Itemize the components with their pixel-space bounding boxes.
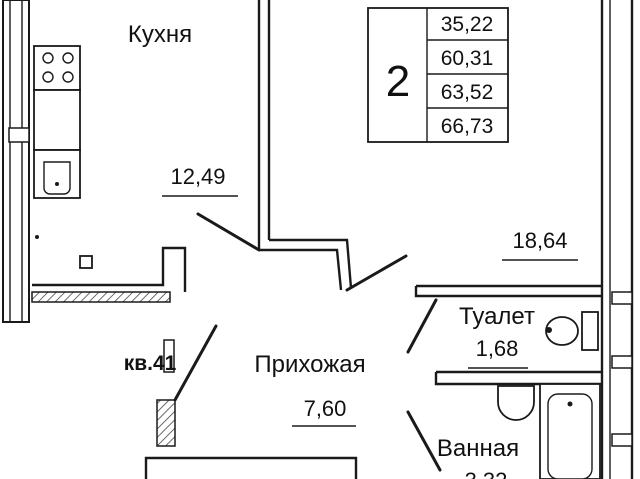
entrance-door <box>173 324 218 402</box>
bathtub-icon <box>539 383 601 479</box>
hallway-area: 7,60 <box>304 396 347 421</box>
hallway-partition <box>156 339 176 447</box>
area-value-4: 66,73 <box>441 115 494 138</box>
left-outer-wall <box>2 0 30 323</box>
area-value-2: 60,31 <box>441 47 494 70</box>
kitchen-area: 12,49 <box>170 164 225 189</box>
bathroom-label: Ванная <box>437 435 519 462</box>
rooms-count: 2 <box>386 57 410 106</box>
area-value-1: 35,22 <box>441 13 494 36</box>
kitchen-bottom-wall <box>31 246 187 303</box>
hallway-label: Прихожая <box>254 351 365 378</box>
toilet-door <box>406 298 438 354</box>
bathroom-area: 3,32 <box>465 468 508 479</box>
kitchen-counter <box>33 89 81 151</box>
bottom-wall <box>144 456 358 479</box>
bathroom-door <box>406 410 442 472</box>
kitchen-outlet <box>35 235 93 269</box>
apartment-label: кв.41 <box>124 352 177 375</box>
living-door <box>345 254 408 292</box>
washbasin-icon <box>497 385 535 421</box>
right-outer-wall <box>600 0 634 479</box>
stove-icon <box>33 45 81 91</box>
living-area: 18,64 <box>512 228 567 253</box>
toilet-area: 1,68 <box>476 336 519 361</box>
summary-table: 2 35,22 60,31 63,52 66,73 <box>367 7 509 143</box>
toilet-label: Туалет <box>459 303 535 330</box>
kitchen-label: Кухня <box>128 21 192 48</box>
toilet-icon <box>545 311 599 351</box>
kitchen-door <box>196 212 261 252</box>
area-value-3: 63,52 <box>441 81 494 104</box>
kitchen-living-partition <box>257 0 353 291</box>
sink-icon <box>33 149 81 199</box>
